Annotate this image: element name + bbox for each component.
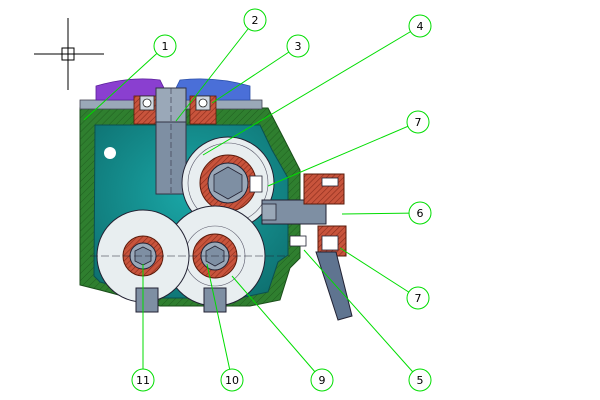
callout-label: 11: [136, 374, 150, 387]
callout-11: 11: [131, 368, 155, 392]
callout-7-lower: 7: [406, 286, 430, 310]
bottom-bolt-left: [135, 287, 159, 313]
callout-9: 9: [310, 368, 334, 392]
callout-3: 3: [286, 34, 310, 58]
input-shaft: [155, 87, 187, 196]
callout-label: 7: [415, 116, 422, 129]
callout-10: 10: [220, 368, 244, 392]
output-assembly: [249, 173, 353, 321]
callout-label: 2: [252, 14, 259, 27]
set-screw-upper: [249, 175, 263, 193]
callout-label: 3: [295, 40, 302, 53]
output-arm: [315, 251, 353, 321]
callout-label: 10: [225, 374, 239, 387]
callout-label: 1: [162, 40, 169, 53]
callout-2: 2: [243, 8, 267, 32]
callout-5: 5: [408, 368, 432, 392]
callout-1: 1: [153, 34, 177, 58]
callout-label: 5: [417, 374, 424, 387]
top-cover-purple-part: [95, 78, 171, 101]
top-cover-blue-part: [169, 78, 251, 101]
crosshair-icon: [34, 18, 104, 90]
flange-nut-lower: [321, 235, 339, 251]
callout-6: 6: [408, 201, 432, 225]
leader-lines: [83, 19, 421, 381]
flange-bolt: [321, 177, 339, 187]
callout-4: 4: [408, 14, 432, 38]
vent-hole: [104, 147, 116, 159]
callout-label: 4: [417, 20, 424, 33]
set-screw-lower: [289, 235, 307, 247]
callouts: 1 2 3 4 7 6 7 5: [131, 8, 432, 392]
callout-label: 9: [319, 374, 326, 387]
output-shaft-center: [261, 203, 277, 221]
callout-7-upper: 7: [406, 110, 430, 134]
callout-label: 7: [415, 292, 422, 305]
callout-label: 6: [417, 207, 424, 220]
